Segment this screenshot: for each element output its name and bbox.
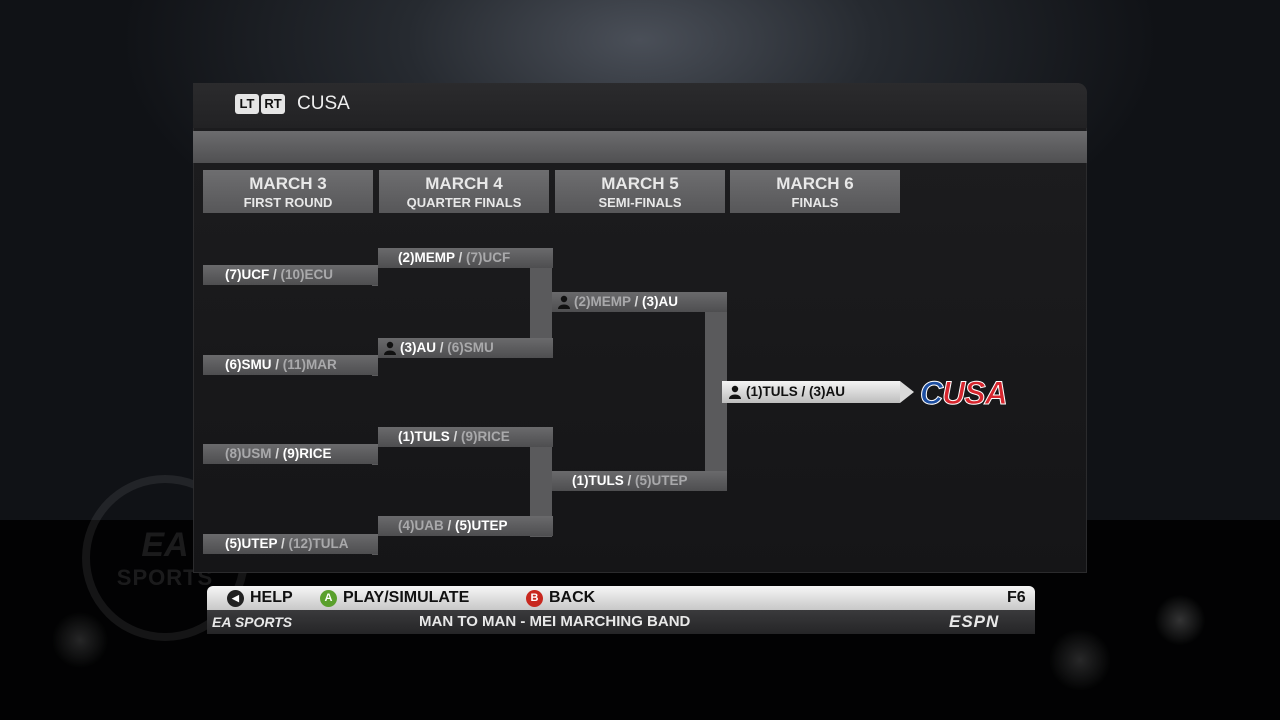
play-simulate-control[interactable]: A PLAY/SIMULATE: [320, 586, 469, 610]
connector-line: [530, 427, 552, 537]
finals-matchup[interactable]: (1)TULS / (3)AU: [722, 381, 900, 403]
user-controlled-icon: [558, 295, 570, 309]
espn-logo: ESPN: [949, 612, 1000, 631]
now-playing-track: MAN TO MAN - MEI MARCHING BAND: [419, 613, 691, 630]
logo-c: C: [919, 375, 943, 411]
help-label: HELP: [250, 589, 293, 606]
column-round: FINALS: [791, 195, 839, 210]
team-loser: (2)MEMP: [574, 294, 631, 309]
back-control[interactable]: B BACK: [526, 586, 595, 610]
column-round: QUARTER FINALS: [406, 195, 522, 210]
b-button-icon: B: [526, 589, 543, 607]
team-winner: (7)UCF: [225, 267, 270, 282]
team-winner: (2)MEMP: [398, 250, 455, 265]
first-round-matchup-4[interactable]: (5)UTEP / (12)TULA: [203, 534, 378, 554]
quarter-final-matchup-2[interactable]: (3)AU / (6)SMU: [378, 338, 553, 358]
conference-title: CUSA: [297, 93, 350, 114]
team-winner: (3)AU: [400, 340, 436, 355]
watermark-ea: EA: [141, 525, 189, 564]
team-loser: (5)UTEP: [635, 473, 688, 488]
team-winner: (5)UTEP: [455, 518, 508, 533]
team-loser: (10)ECU: [280, 267, 334, 282]
first-round-matchup-1[interactable]: (7)UCF / (10)ECU: [203, 265, 378, 285]
column-date: MARCH 6: [776, 174, 854, 193]
quarter-final-matchup-3[interactable]: (1)TULS / (9)RICE: [378, 427, 553, 447]
column-header-semi-finals: MARCH 5 SEMI-FINALS: [555, 170, 725, 213]
team-winner: (6)SMU: [225, 357, 272, 372]
column-round: SEMI-FINALS: [598, 195, 682, 210]
team-winner: (5)UTEP: [225, 536, 278, 551]
column-header-finals: MARCH 6 FINALS: [730, 170, 900, 213]
first-round-matchup-3[interactable]: (8)USM / (9)RICE: [203, 444, 378, 464]
f6-label: F6: [1007, 589, 1026, 606]
rt-button-icon[interactable]: RT: [261, 94, 285, 114]
column-date: MARCH 3: [249, 174, 327, 193]
semi-final-matchup-1[interactable]: (2)MEMP / (3)AU: [552, 292, 727, 312]
controls-bar: ◀ HELP A PLAY/SIMULATE B BACK F6: [207, 586, 1035, 610]
header-subbar: [193, 131, 1087, 163]
logo-usa: USA: [942, 375, 1009, 411]
back-label: BACK: [549, 589, 596, 606]
column-date: MARCH 4: [425, 174, 503, 193]
team-winner: (1)TULS: [572, 473, 624, 488]
quarter-final-matchup-4[interactable]: (4)UAB / (5)UTEP: [378, 516, 553, 536]
team-loser: (6)SMU: [447, 340, 494, 355]
first-round-matchup-2[interactable]: (6)SMU / (11)MAR: [203, 355, 378, 375]
quarter-final-matchup-1[interactable]: (2)MEMP / (7)UCF: [378, 248, 553, 268]
finals-team-1: (1)TULS: [746, 384, 798, 399]
team-winner: (1)TULS: [398, 429, 450, 444]
finals-arrow-icon: [900, 381, 914, 403]
finals-team-2: (3)AU: [809, 384, 846, 399]
play-simulate-label: PLAY/SIMULATE: [343, 589, 470, 606]
team-loser: (12)TULA: [288, 536, 349, 551]
lt-button-icon[interactable]: LT: [235, 94, 259, 114]
column-date: MARCH 5: [601, 174, 679, 193]
team-loser: (8)USM: [225, 446, 272, 461]
team-winner: (9)RICE: [282, 446, 332, 461]
user-controlled-icon: [729, 385, 741, 399]
info-bar: EA SPORTS MAN TO MAN - MEI MARCHING BAND…: [207, 610, 1035, 634]
cusa-logo: CUSA: [919, 375, 1060, 411]
column-header-first-round: MARCH 3 FIRST ROUND: [203, 170, 373, 213]
connector-line: [705, 292, 727, 490]
connector-line: [530, 248, 552, 356]
column-round: FIRST ROUND: [243, 195, 333, 210]
team-loser: (7)UCF: [466, 250, 511, 265]
user-controlled-icon: [384, 341, 396, 355]
panel-header: LT RT CUSA: [193, 83, 1087, 128]
a-button-icon: A: [320, 589, 337, 607]
team-loser: (4)UAB: [398, 518, 444, 533]
ea-sports-logo: EA SPORTS: [212, 614, 293, 630]
bracket-panel: LT RT CUSA MARCH 3 FIRST ROUND MARCH 4 Q…: [193, 83, 1087, 573]
team-winner: (3)AU: [642, 294, 679, 309]
help-control[interactable]: ◀ HELP: [227, 586, 293, 610]
team-loser: (11)MAR: [282, 357, 337, 372]
team-loser: (9)RICE: [461, 429, 510, 444]
back-arrow-button-icon: ◀: [227, 589, 244, 607]
column-header-quarter-finals: MARCH 4 QUARTER FINALS: [379, 170, 549, 213]
semi-final-matchup-2[interactable]: (1)TULS / (5)UTEP: [552, 471, 727, 491]
